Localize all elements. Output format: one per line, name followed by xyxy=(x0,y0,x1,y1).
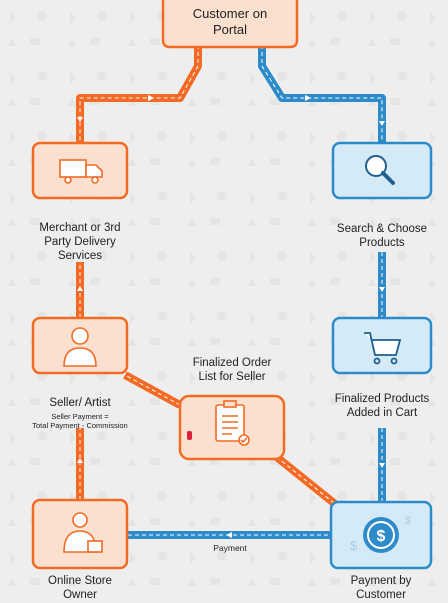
node-delivery-label: Merchant or 3rd Party Delivery Services xyxy=(39,222,121,262)
node-seller-sublabel: Seller Payment = Total Payment - Commiss… xyxy=(32,412,128,430)
clipboard-icon xyxy=(215,400,250,446)
order-marker xyxy=(187,431,192,440)
node-cart-label: Finalized Products Added in Cart xyxy=(334,393,430,419)
node-customer-portal-label: Customer on Portal xyxy=(192,6,268,37)
node-orderlist-label: Finalized Order List for Seller xyxy=(192,357,272,383)
svg-text:$: $ xyxy=(405,515,411,527)
node-seller-label: Seller/ Artist xyxy=(49,397,111,409)
node-customer-portal-box xyxy=(161,0,299,49)
dollar-coin-icon: $ $ $ xyxy=(350,515,411,553)
node-search-label: Search & Choose Products xyxy=(336,223,428,249)
truck-icon xyxy=(59,159,103,184)
person-icon xyxy=(63,327,97,367)
edge-payment-label: Payment xyxy=(213,543,247,553)
node-payment-label: Payment by Customer xyxy=(350,575,412,601)
svg-text:$: $ xyxy=(377,528,386,545)
svg-text:$: $ xyxy=(350,538,358,553)
arrowheads xyxy=(77,95,385,538)
shop-owner-icon xyxy=(63,512,103,553)
node-store-owner-label: Online Store Owner xyxy=(48,575,112,601)
magnifier-icon xyxy=(365,155,395,185)
cart-icon xyxy=(364,332,402,365)
node-seller-box xyxy=(31,316,129,375)
